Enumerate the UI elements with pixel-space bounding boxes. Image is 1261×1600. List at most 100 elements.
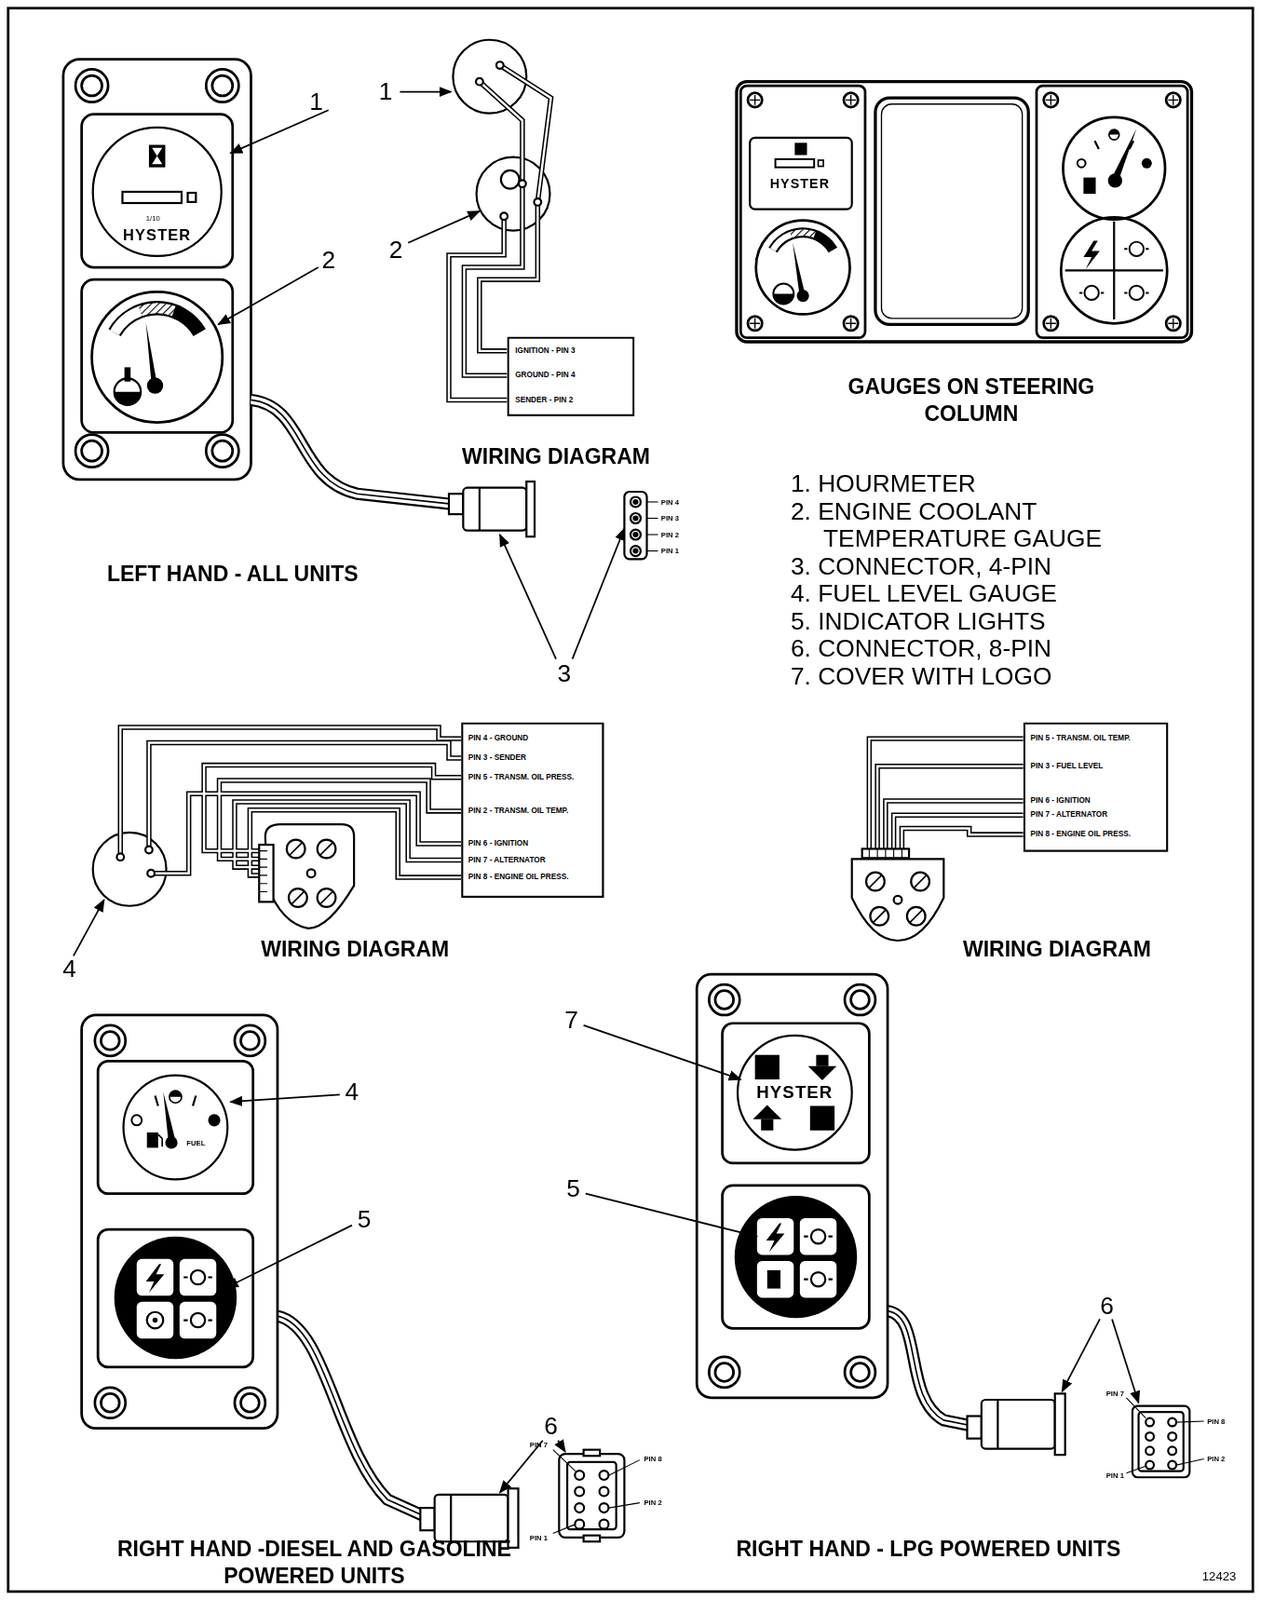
connector [634,516,638,521]
callout-leader [1061,1318,1100,1392]
connector [634,500,638,504]
pin-text: PIN 7 - ALTERNATOR [468,854,546,866]
callout-leader [217,267,318,325]
right-hand-panel-diesel [234,1025,266,1057]
page-border [8,8,1253,1592]
connector [647,550,659,552]
connector [609,1503,640,1508]
callout-number: 2 [389,237,404,262]
wiring [475,78,484,86]
left-hand-panel [75,434,109,468]
steering-column-gauges [1109,129,1120,140]
connector [647,517,659,519]
connector [462,488,527,531]
right-hand-panel-lpg [844,1356,876,1388]
right-hand-panel-diesel [169,1090,182,1098]
connector [1138,1411,1184,1472]
left-hand-panel [147,377,164,394]
connector [478,488,481,531]
steering-column-gauges [1065,221,1164,320]
pin-text: PIN 4 - GROUND [468,733,529,745]
steering-column-gauges [790,232,814,235]
parts-list-item: 7. COVER WITH LOGO [790,662,1052,691]
callout-leader [572,528,625,659]
steering-column-gauges [1077,159,1086,168]
wiring [258,844,273,902]
connector [630,529,641,541]
steering-column-gauges [1094,140,1099,150]
right-hand-panel-lpg [696,974,888,1398]
right-hand-panel-diesel [100,1393,120,1412]
left-hand-panel [205,68,239,102]
callout-leader [226,1225,353,1289]
right-hand-panel-lpg [752,1104,782,1119]
left-hand-panel [81,440,103,462]
callout-number: 3 [556,661,571,686]
connector [1167,1446,1177,1455]
wiring [147,869,155,878]
connector [574,1503,584,1513]
steering-column-gauges [1079,248,1149,293]
right-hand-panel-lpg [808,1066,838,1081]
pin-text: PIN 2 - TRANSM. OIL TEMP. [468,805,569,816]
callout-leader [230,109,329,153]
steering-column-gauges [736,81,1193,342]
pin-table: IGNITION - PIN 3GROUND - PIN 4SENDER - P… [506,337,635,417]
right-hand-panel-lpg [757,1218,794,1255]
wiring [258,851,268,893]
steering-column-gauges [772,232,833,251]
steering-column-gauges [1129,285,1144,300]
pin-text: SENDER - PIN 2 [515,394,573,406]
pin-label: PIN 2 [1206,1455,1225,1464]
left-hand-panel [124,366,132,381]
callout-leader [230,1094,340,1102]
right-hand-panel-diesel [190,1270,205,1285]
callout-leader [500,1440,543,1493]
pin-text: PIN 8 - ENGINE OIL PRESS. [468,872,570,883]
connector [1167,1418,1177,1427]
connector [1125,1465,1146,1474]
steering-column-gauges [749,94,1179,329]
connector [574,1519,584,1530]
left-hand-panel [212,440,233,462]
logo-text: HYSTER [756,1084,833,1102]
pin-text: PIN 5 - TRANSM. OIL PRESS. [468,772,575,783]
connector [1055,1393,1066,1455]
pin-label: PIN 3 [661,515,679,523]
right-hand-panel-diesel [97,1060,254,1194]
pin-label: PIN 7 [529,1440,548,1449]
pin-text: PIN 3 - FUEL LEVEL [1030,760,1103,772]
pin-label: PIN 7 [1106,1390,1125,1398]
pin-text: PIN 3 - SENDER [468,752,527,763]
left-hand-panel [114,308,200,333]
left-hand-panel [188,192,197,203]
steering-column-gauges [1083,177,1096,195]
pin-label: PIN 2 [661,530,679,539]
callout-number: 7 [564,1007,579,1032]
pin-text: IGNITION - PIN 3 [515,345,575,356]
connector [630,513,641,524]
caption: RIGHT HAND - LPG POWERED UNITS [735,1537,1121,1560]
steering-column-gauges [772,284,794,305]
wiring [93,832,167,907]
pin-label: PIN 2 [644,1499,663,1507]
connector [574,1487,584,1497]
wiring [533,198,542,206]
wire-harness [277,1315,429,1519]
pin-label: PIN 1 [661,547,679,556]
steering-column-gauges [740,85,866,339]
right-hand-panel-diesel [94,1387,126,1419]
steering-column-gauges [1108,173,1123,188]
right-hand-panel-diesel [81,1015,278,1429]
right-hand-panel-lpg [851,990,870,1010]
left-hand-panel [81,114,233,268]
steering-column-gauges [1141,158,1153,169]
wiring [868,875,926,923]
wiring [868,738,1023,852]
wiring [500,212,508,220]
right-hand-panel-lpg [811,1272,826,1287]
parts-list-item: 2. ENGINE COOLANT TEMPERATURE GAUGE [790,496,1130,552]
wiring [852,858,945,941]
connector [583,1450,601,1457]
left-hand-panel [151,148,163,165]
